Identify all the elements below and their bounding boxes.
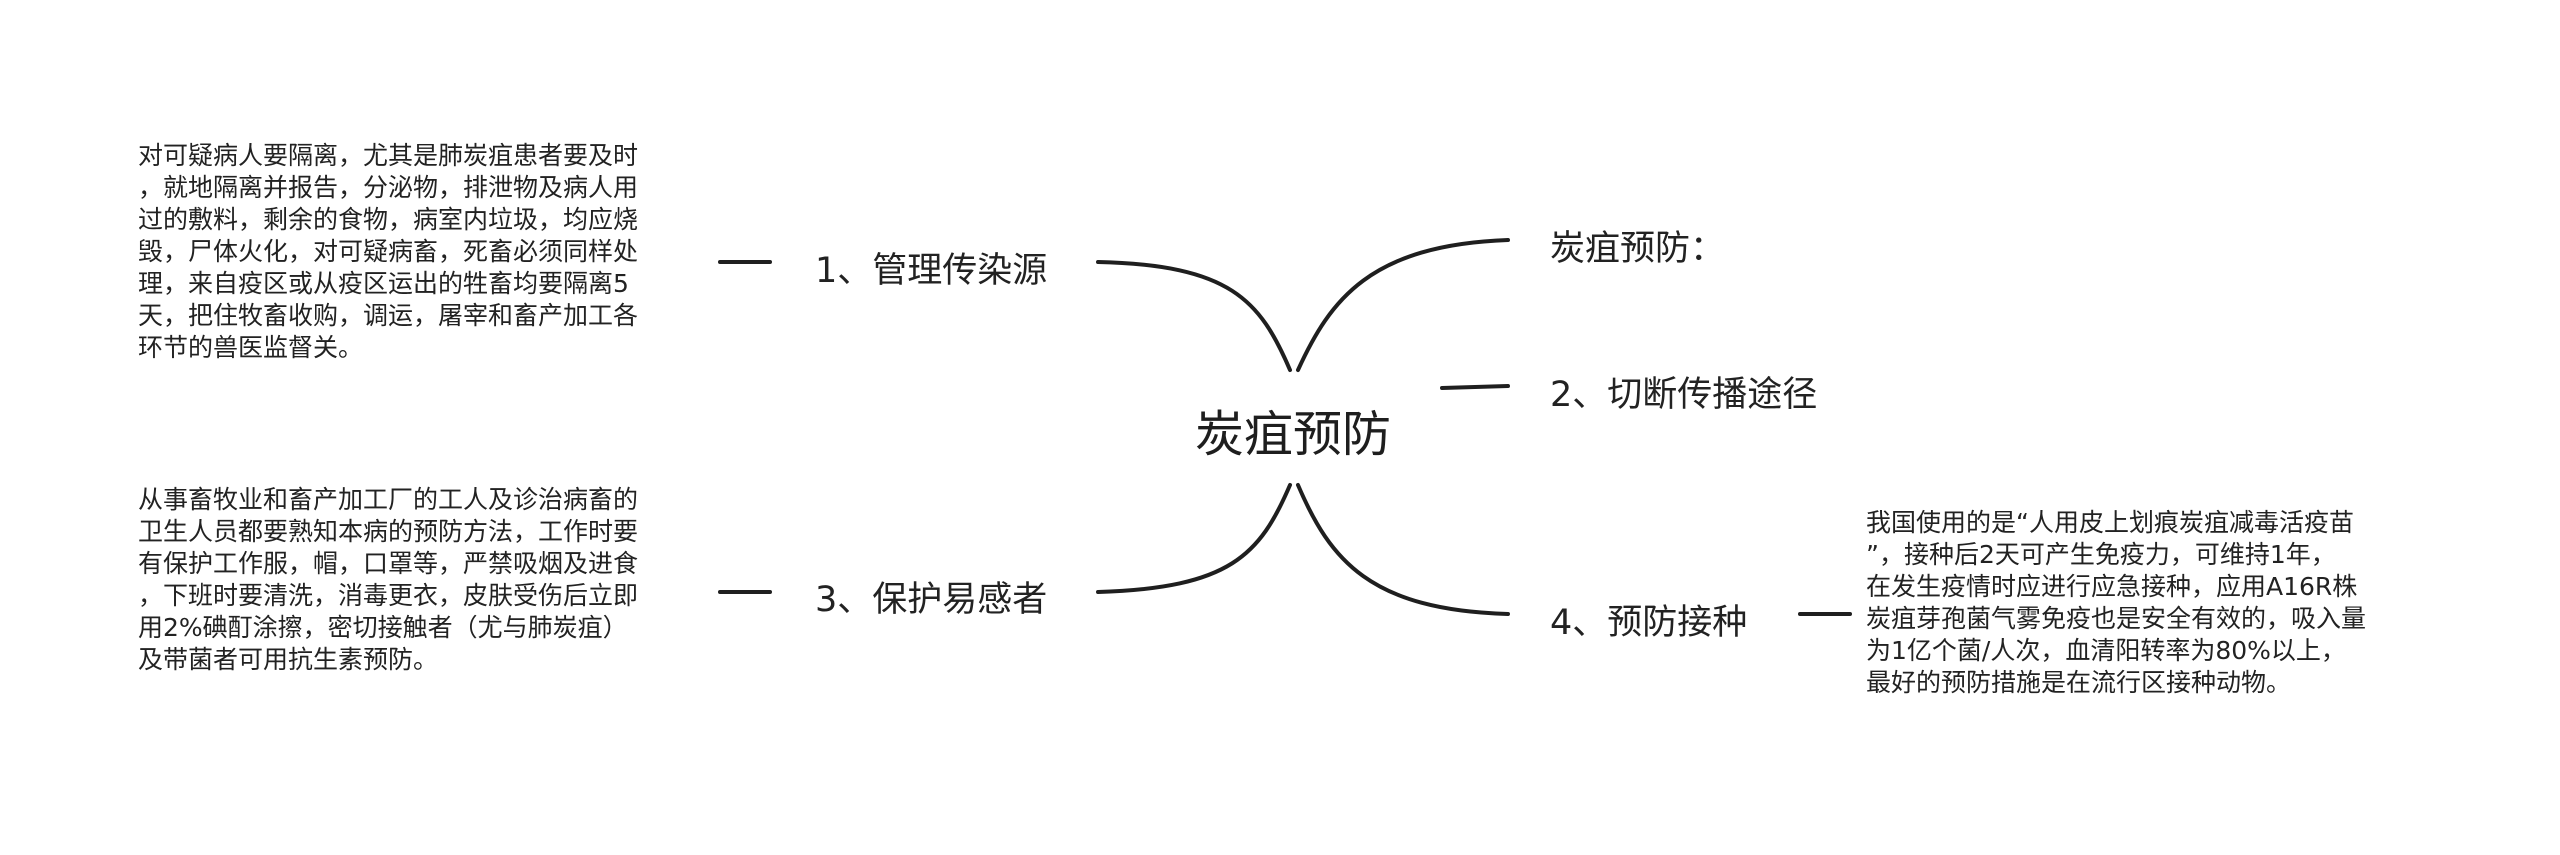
branch-anthrax-prevention[interactable]: 炭疽预防：	[1550, 229, 1726, 269]
connector-center-to-b3	[1296, 238, 1510, 372]
connector-center-to-b4	[1440, 384, 1510, 390]
connector-center-to-b5	[1296, 483, 1510, 616]
connector-center-to-b2	[1096, 483, 1292, 594]
branch-manage-infection-source[interactable]: 1、管理传染源	[815, 251, 1048, 291]
note-vaccination: 我国使用的是“人用皮上划痕炭疽减毒活疫苗 ”，接种后2天可产生免疫力，可维持1年…	[1866, 508, 2367, 697]
branch-vaccination[interactable]: 4、预防接种	[1550, 603, 1748, 643]
branch-protect-susceptible[interactable]: 3、保护易感者	[815, 580, 1048, 620]
branch-cut-transmission[interactable]: 2、切断传播途径	[1550, 375, 1818, 415]
note-manage-infection-source: 对可疑病人要隔离，尤其是肺炭疽患者要及时 ，就地隔离并报告，分泌物，排泄物及病人…	[138, 141, 639, 362]
note-protect-susceptible: 从事畜牧业和畜产加工厂的工人及诊治病畜的 卫生人员都要熟知本病的预防方法，工作时…	[138, 485, 639, 674]
central-topic[interactable]: 炭疽预防	[1195, 406, 1392, 463]
connector-center-to-b1	[1096, 260, 1292, 372]
